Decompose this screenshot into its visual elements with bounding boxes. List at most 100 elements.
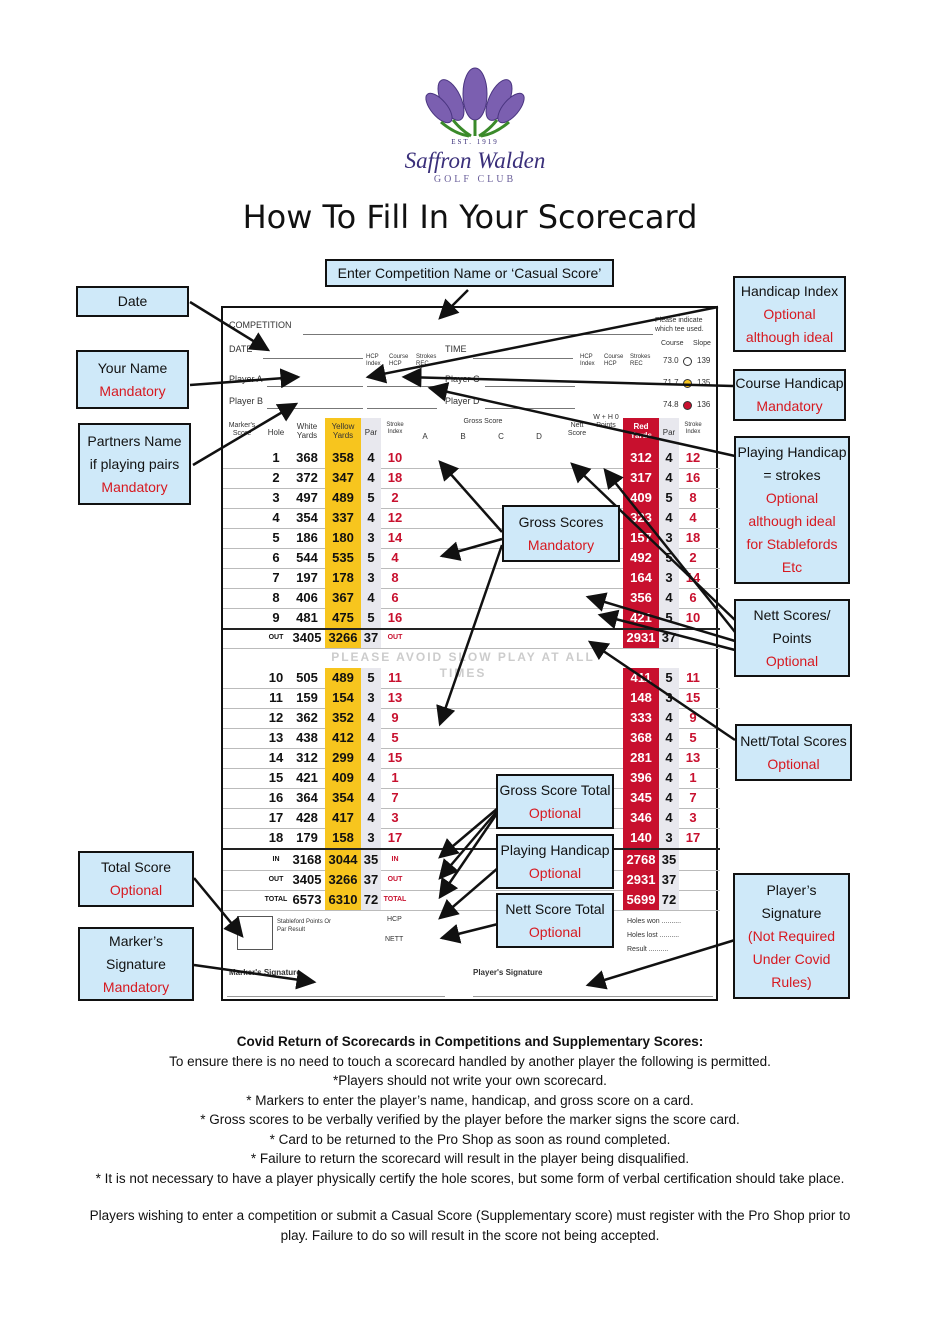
table-cell: 6573 [292,892,322,907]
table-cell: 14 [685,570,701,585]
table-cell: 3 [659,828,679,848]
time-field-label: TIME [445,344,467,354]
table-cell: 159 [296,690,318,705]
table-cell: 3044 [325,850,361,870]
table-cell: 37 [361,628,381,648]
table-cell: 1 [272,450,280,465]
table-cell: 417 [325,808,361,828]
table-cell: 4 [659,768,679,788]
table-cell: 4 [659,748,679,768]
table-cell: 7 [272,570,280,585]
table-cell: 12 [387,510,403,525]
table-cell: 6 [272,550,280,565]
table-cell: 16 [387,610,403,625]
table-cell: 1 [689,770,697,785]
table-cell: 317 [623,468,659,488]
tee-note: Please indicate which tee used. [655,317,704,333]
table-cell: 11 [686,670,700,685]
table-cell: 4 [659,468,679,488]
table-cell: 4 [361,728,381,748]
table-cell: OUT [387,876,403,883]
table-cell: 411 [623,668,659,688]
table-cell: 158 [325,828,361,848]
table-cell: 409 [325,768,361,788]
table-cell: 364 [296,790,318,805]
table-cell: 10 [268,670,284,685]
table-cell: 3 [361,568,381,588]
table-cell: 5 [361,548,381,568]
table-cell: 164 [623,568,659,588]
table-cell: 179 [296,830,318,845]
table-cell: 2 [391,490,399,505]
table-cell: 16 [268,790,284,805]
table-cell: 5 [689,730,697,745]
table-cell: 347 [325,468,361,488]
table-cell: 4 [659,588,679,608]
table-cell: TOTAL [383,896,407,903]
table-cell: 180 [325,528,361,548]
table-cell: 18 [387,470,403,485]
red-tee-marker [683,401,692,410]
table-cell: 5 [361,488,381,508]
table-cell [679,870,707,890]
table-cell: 3 [659,568,679,588]
marker-signature-field: Marker's Signature [229,968,301,977]
club-name: Saffron Walden [404,148,546,173]
table-cell: 5 [659,668,679,688]
table-cell: 5699 [623,890,659,910]
table-cell: 4 [361,468,381,488]
table-cell: 428 [296,810,318,825]
table-cell: 13 [268,730,284,745]
table-cell: TOTAL [264,896,288,903]
table-cell: OUT [268,634,284,641]
table-cell: 396 [623,768,659,788]
table-cell: 544 [296,550,318,565]
scorecard: COMPETITION Please indicate which tee us… [221,306,720,1001]
table-cell: 4 [659,508,679,528]
table-cell: 5 [659,488,679,508]
table-cell: 475 [325,608,361,628]
table-cell: 333 [623,708,659,728]
table-cell: 6 [391,590,399,605]
table-cell: 17 [387,830,403,845]
table-cell: 4 [361,448,381,468]
table-cell: 4 [361,788,381,808]
table-cell: 3 [659,688,679,708]
white-tee-marker [683,357,692,366]
table-cell: 13 [387,690,403,705]
table-cell: 358 [325,448,361,468]
table-cell: IN [391,856,399,863]
table-cell: 312 [623,448,659,468]
table-cell: 4 [659,448,679,468]
player-d-label: Player D [445,396,480,406]
table-cell: 12 [685,450,701,465]
table-cell: 37 [361,870,381,890]
table-cell: 35 [361,850,381,870]
table-cell: 299 [325,748,361,768]
table-cell: 35 [659,850,679,870]
table-cell: 5 [361,608,381,628]
table-cell: 489 [325,488,361,508]
slow-play-notice: PLEASE AVOID SLOW PLAY AT ALL TIMES [331,650,595,680]
competition-field-label: COMPETITION [229,320,292,330]
table-cell: 3 [361,688,381,708]
table-cell: 5 [391,730,399,745]
table-cell: 15 [387,750,403,765]
table-cell: 17 [268,810,284,825]
stableford-box [237,916,273,950]
table-cell: 352 [325,708,361,728]
table-cell: 12 [268,710,284,725]
